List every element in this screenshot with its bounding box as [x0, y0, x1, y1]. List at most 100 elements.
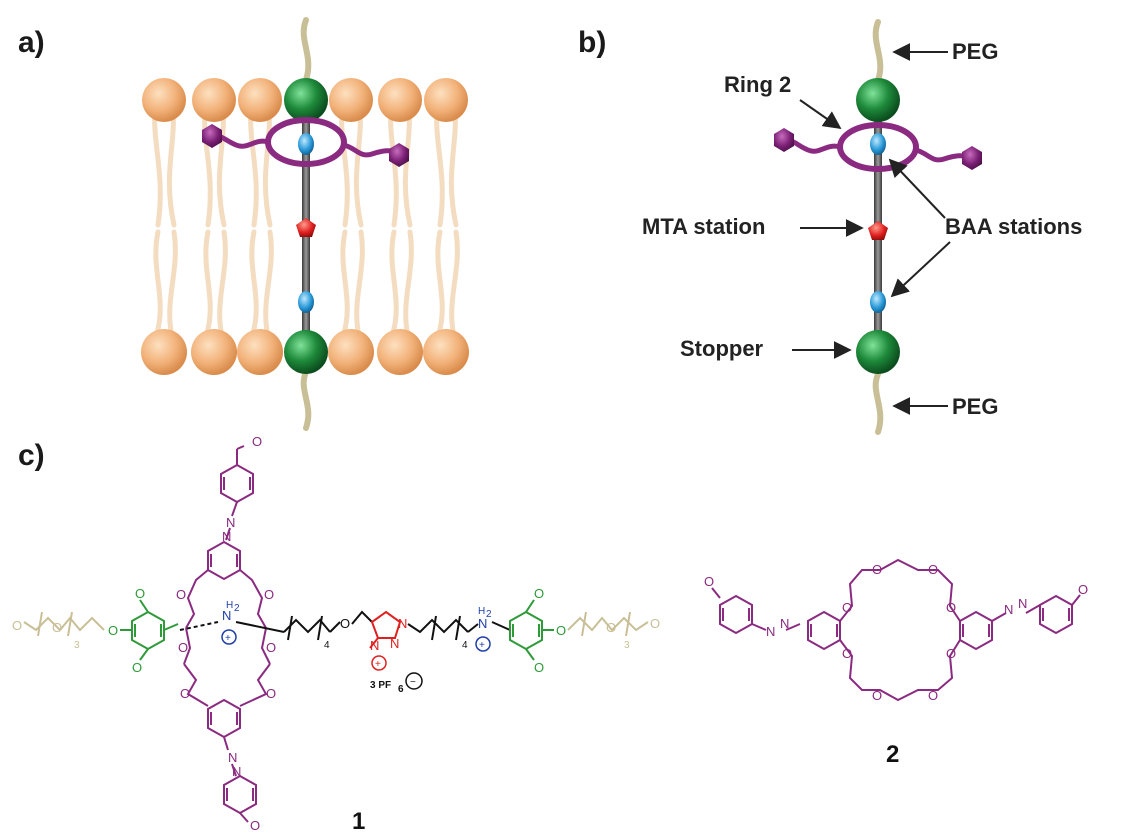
- counterion-minus-circle: [405, 672, 423, 690]
- atom-o-ether: O: [340, 616, 350, 631]
- baa-station-bottom-a: [298, 291, 314, 313]
- atom-o-stopper-l3: O: [108, 623, 118, 638]
- atom-h2-2-sub: 2: [486, 609, 492, 620]
- peg-chain-top-a: [300, 17, 312, 83]
- atom-n-bot-1: N: [228, 750, 237, 765]
- peg-repeat-l: 3: [74, 640, 80, 651]
- charge-plus-1-sign: +: [225, 633, 231, 644]
- stopper-bottom-a: [284, 330, 328, 374]
- ring-arm-left-b: [785, 137, 841, 154]
- atom-o-crown-6: O: [266, 686, 276, 701]
- atom-o-peg-r1: O: [606, 620, 616, 635]
- c2-atom-o-3: O: [872, 562, 882, 577]
- alkyl-repeat-1: 4: [324, 640, 330, 651]
- c2-atom-n-1: N: [766, 624, 775, 639]
- c2-atom-o-methoxy-l: O: [704, 574, 714, 589]
- c2-atom-o-6: O: [928, 688, 938, 703]
- c2-atom-o-4: O: [928, 562, 938, 577]
- atom-o-crown-1: O: [176, 587, 186, 602]
- peg-chain-bottom-a: [300, 369, 312, 431]
- baa-station-bottom-b: [870, 291, 886, 313]
- c2-atom-n-4: N: [1018, 596, 1027, 611]
- atom-o-stopper-l2: O: [132, 660, 142, 675]
- azobenzene-right-b: [962, 146, 982, 170]
- atom-h2-1: H: [226, 600, 233, 611]
- counterion-sub: 6: [398, 684, 404, 695]
- compound-1-number: 1: [352, 808, 365, 833]
- atom-h2-1-sub: 2: [234, 603, 240, 614]
- panel-label-c: c): [18, 439, 45, 472]
- atom-o-peg-l2: O: [12, 618, 22, 633]
- mta-station-b: [868, 221, 888, 240]
- c2-atom-o-8: O: [946, 646, 956, 661]
- label-peg-top: PEG: [952, 39, 998, 64]
- c2-atom-o-methoxy-r: O: [1078, 582, 1088, 597]
- compound-2-structure: O N N O O O O O O O O N N O: [704, 558, 1088, 703]
- charge-plus-triazole-sign: +: [375, 659, 381, 670]
- atom-o-stopper-r2: O: [534, 660, 544, 675]
- atom-n-triazole-2: N: [390, 636, 399, 651]
- atom-o-crown-5: O: [180, 686, 190, 701]
- atom-n-bot-2: N: [232, 764, 241, 779]
- label-mta-station: MTA station: [642, 214, 765, 239]
- panel-label-b: b): [578, 26, 606, 59]
- arrow-baa-top: [888, 158, 946, 219]
- atom-h2-2: H: [478, 606, 485, 617]
- c2-atom-o-5: O: [872, 688, 882, 703]
- atom-o-peg-r2: O: [650, 616, 660, 631]
- compound-2-number: 2: [886, 741, 899, 768]
- rotaxane-a: [202, 17, 409, 431]
- label-peg-bottom: PEG: [952, 394, 998, 419]
- ring-arm-right-b: [915, 147, 971, 163]
- atom-n-triazole-1: N: [398, 616, 407, 631]
- mta-station-a: [296, 218, 316, 237]
- compound-1-structure: O N N O O O O O O N N O O O O O: [12, 434, 660, 833]
- atom-o-top: O: [252, 434, 262, 449]
- arrow-baa-bottom: [890, 241, 951, 298]
- charge-plus-triazole: [371, 655, 387, 671]
- stopper-top-b: [856, 78, 900, 122]
- lipid-bilayer: [141, 78, 469, 375]
- peg-repeat-r: 3: [624, 640, 630, 651]
- atom-n-triazole-3: N: [370, 638, 379, 653]
- label-baa-stations: BAA stations: [945, 214, 1082, 239]
- atom-o-bottom: O: [250, 818, 260, 833]
- lipid-heads-top: [142, 78, 468, 122]
- counterion-minus-sign: −: [410, 677, 416, 688]
- atom-o-crown-3: O: [178, 640, 188, 655]
- counterion-text: 3 PF: [370, 680, 391, 691]
- arrow-ring-2: [799, 99, 842, 130]
- c2-atom-o-2: O: [842, 646, 852, 661]
- azobenzene-left-b: [774, 128, 794, 152]
- label-stopper: Stopper: [680, 336, 764, 361]
- atom-n-top-2: N: [222, 529, 231, 544]
- c2-atom-o-1: O: [842, 600, 852, 615]
- stopper-top-a: [284, 78, 328, 122]
- callouts-b: PEG Ring 2 MTA station BAA stations Stop…: [642, 39, 1082, 419]
- panel-label-a: a): [18, 26, 45, 59]
- azobenzene-right-a: [389, 143, 409, 167]
- atom-n-ammonium-1: N: [222, 608, 231, 623]
- atom-o-crown-4: O: [266, 640, 276, 655]
- atom-o-peg-l1: O: [52, 620, 62, 635]
- charge-plus-1: [221, 629, 237, 645]
- peg-chain-bottom-b: [872, 371, 884, 435]
- alkyl-repeat-2: 4: [462, 640, 468, 651]
- baa-station-top-b: [870, 133, 886, 155]
- azobenzene-left-a: [202, 124, 222, 148]
- c2-atom-n-2: N: [780, 616, 789, 631]
- c2-atom-o-7: O: [946, 600, 956, 615]
- c2-atom-n-3: N: [1004, 602, 1013, 617]
- atom-n-ammonium-2: N: [478, 616, 487, 631]
- rotaxane-b: [774, 19, 982, 435]
- stopper-bottom-b: [856, 330, 900, 374]
- atom-o-stopper-l1: O: [135, 586, 145, 601]
- label-ring-2: Ring 2: [724, 72, 791, 97]
- atom-o-stopper-r3: O: [556, 623, 566, 638]
- atom-o-crown-2: O: [264, 587, 274, 602]
- baa-station-top-a: [298, 133, 314, 155]
- lipid-heads-bottom: [141, 329, 469, 375]
- charge-plus-2: [475, 636, 491, 652]
- charge-plus-2-sign: +: [479, 640, 485, 651]
